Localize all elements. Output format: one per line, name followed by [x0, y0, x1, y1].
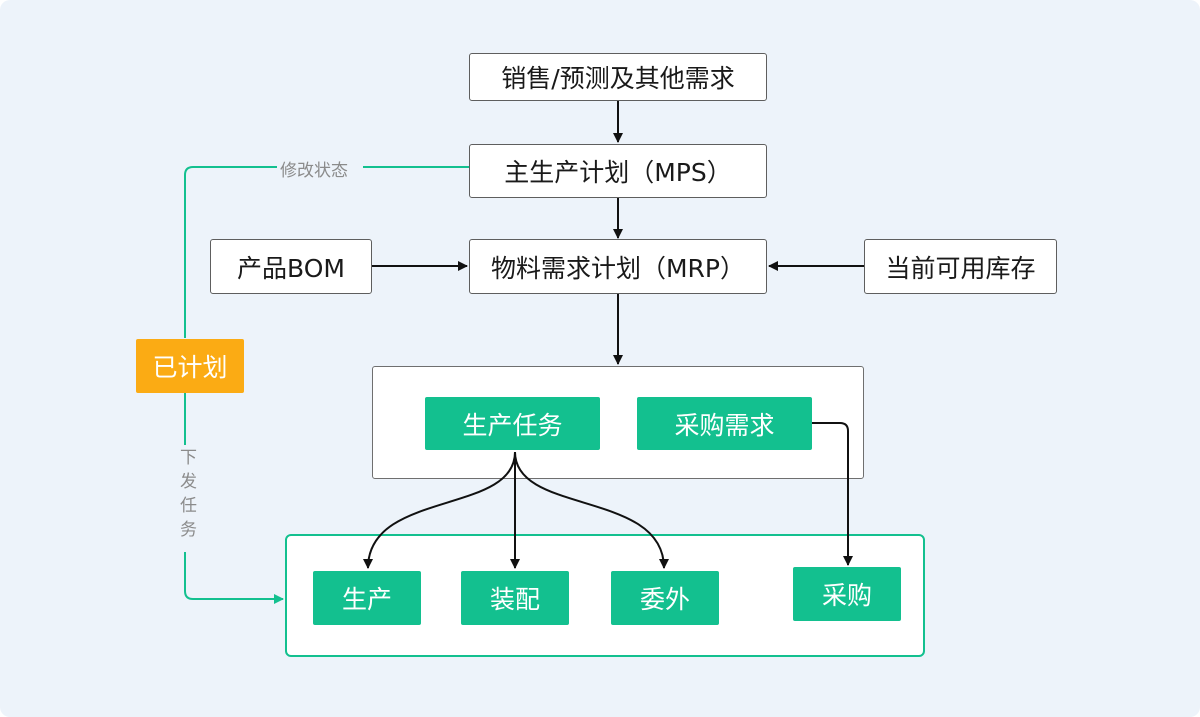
purchase-node: 采购	[793, 567, 901, 621]
arrow-task-to-outsourcing	[514, 451, 669, 569]
mrp-node: 物料需求计划（MRP）	[469, 239, 767, 294]
arrow-demand-to-purchase	[812, 422, 853, 566]
loop-modify-status-left	[184, 166, 277, 338]
purchase-demand-node: 采购需求	[637, 397, 812, 450]
outsourcing-node: 委外	[611, 571, 719, 625]
mps-node: 主生产计划（MPS）	[469, 144, 767, 198]
arrow-task-to-production	[363, 451, 516, 569]
modify-status-label: 修改状态	[280, 161, 348, 181]
loop-issue-task-bottom	[184, 552, 284, 604]
bom-node: 产品BOM	[210, 239, 372, 294]
production-task-node: 生产任务	[425, 397, 600, 450]
planned-status-node: 已计划	[136, 339, 244, 393]
issue-task-label: 下发任务	[176, 448, 196, 544]
sales-forecast-node: 销售/预测及其他需求	[469, 53, 767, 101]
inventory-node: 当前可用库存	[864, 239, 1057, 294]
production-node: 生产	[313, 571, 421, 625]
assembly-node: 装配	[461, 571, 569, 625]
